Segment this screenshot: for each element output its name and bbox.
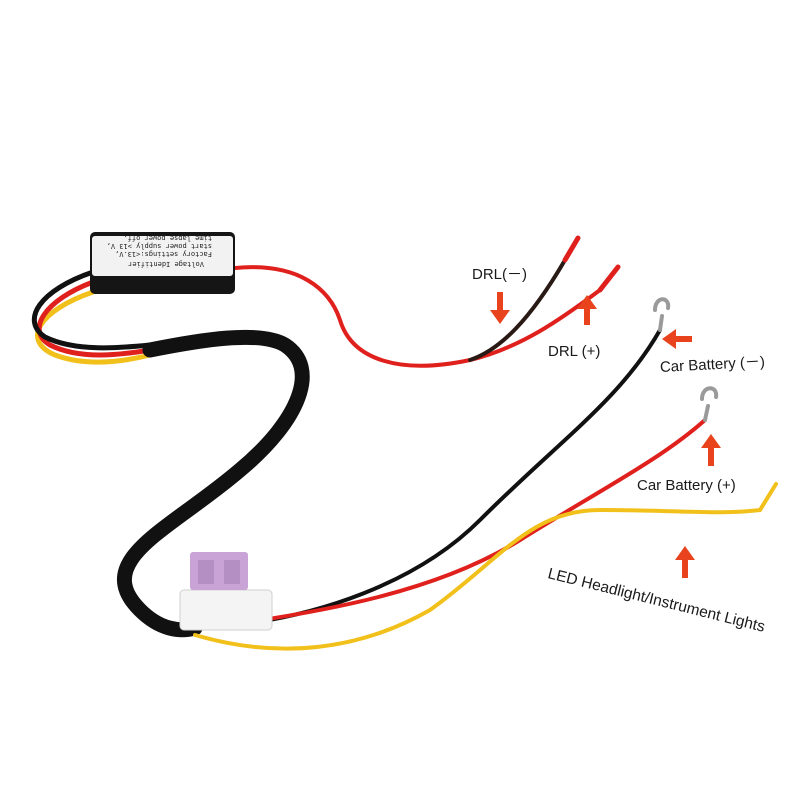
black-wire-left [32, 269, 153, 351]
drl-positive-wire [233, 265, 602, 368]
module-line-2: start power supply >13 V, [107, 242, 212, 250]
arrow-led [675, 546, 695, 578]
yellow-wire [35, 289, 153, 365]
drl-positive-tip [597, 264, 621, 293]
module-line-1: Factory settings:<13.V, [115, 250, 212, 258]
module-line-3: time lapse power off. [123, 234, 212, 242]
battery-negative-terminal [653, 297, 671, 332]
battery-positive-terminal [700, 386, 719, 422]
arrow-battery-negative [662, 329, 692, 349]
drl-positive-label: DRL (+) [548, 343, 601, 360]
arrow-drl-positive [577, 295, 597, 325]
fuse-holder [179, 552, 273, 631]
voltage-identifier-module: Voltage Identifier Factory settings:<13.… [90, 232, 235, 294]
drl-negative-label: DRL(－) [472, 266, 527, 283]
arrow-battery-positive [701, 434, 721, 466]
red-wire-left [36, 279, 153, 358]
black-sheath [117, 329, 310, 638]
module-title: Voltage Identifier [128, 260, 204, 268]
drl-negative-wire [468, 258, 567, 362]
arrow-drl-negative [490, 292, 510, 324]
led-wire [193, 482, 778, 651]
car-battery-positive-label: Car Battery (+) [637, 477, 736, 494]
drl-negative-tip [562, 235, 581, 263]
